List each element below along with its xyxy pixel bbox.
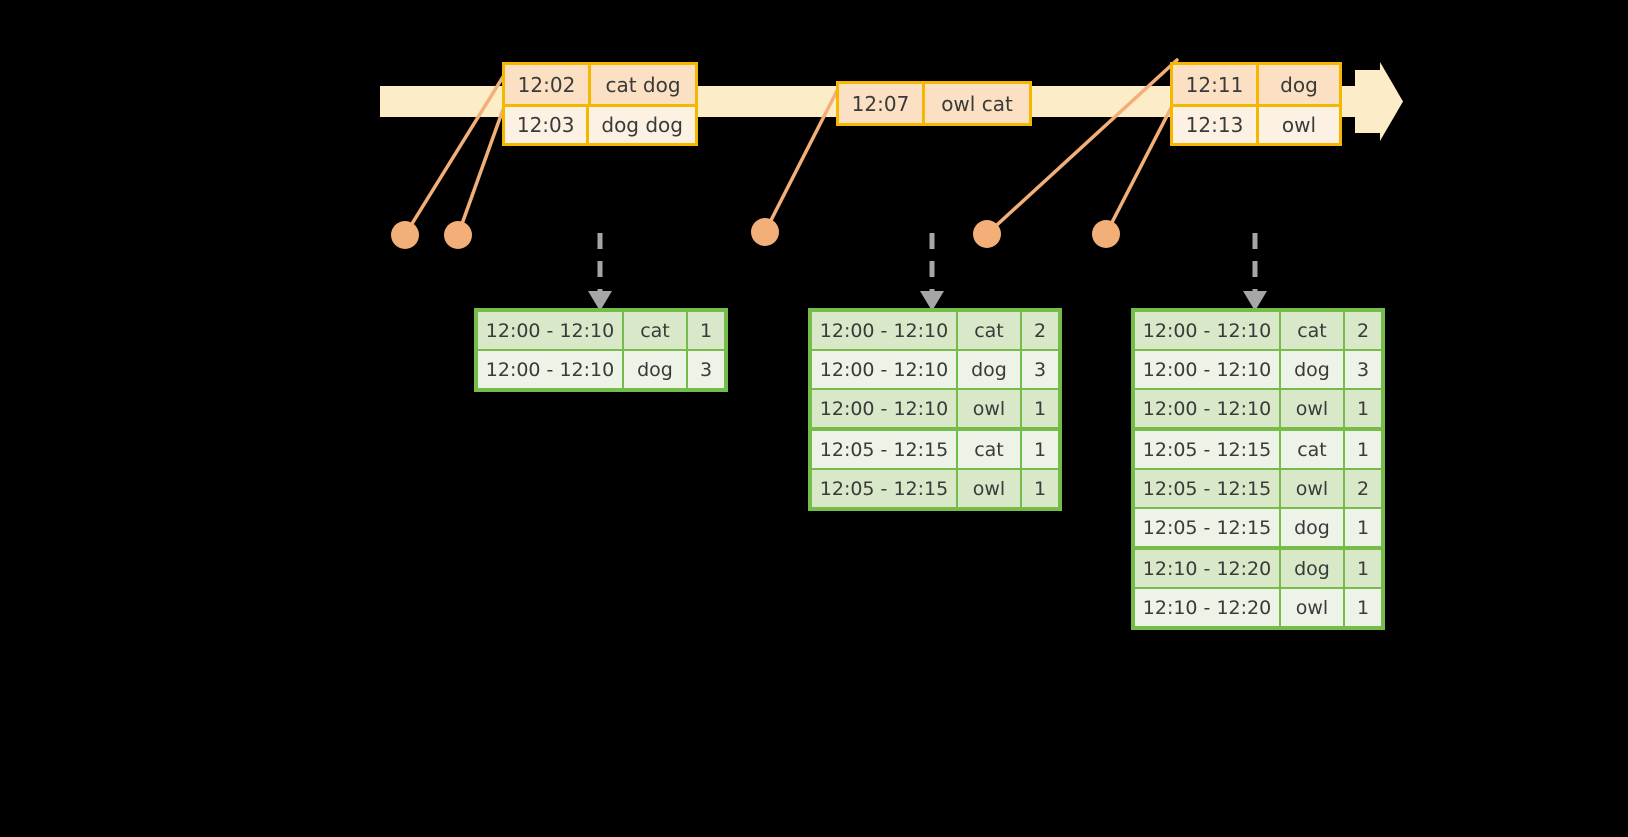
event-words: owl [1259, 104, 1339, 143]
stream-dot-12-07 [751, 218, 779, 246]
count-cell: 1 [1345, 589, 1381, 626]
event-row[interactable]: 12:11 dog [1173, 65, 1339, 104]
connector-12-13 [1104, 104, 1174, 236]
dashed-arrow-to-table-1 [588, 233, 612, 311]
count-cell: 1 [1345, 550, 1381, 587]
stream-dot-12-11 [973, 220, 1001, 248]
event-group-3[interactable]: 12:11 dog 12:13 owl [1170, 62, 1342, 146]
word-cell: owl [958, 390, 1020, 427]
word-cell: owl [1281, 390, 1343, 427]
word-cell: cat [958, 431, 1020, 468]
count-cell: 1 [1345, 509, 1381, 546]
window-cell: 12:00 - 12:10 [1135, 390, 1279, 427]
window-cell: 12:10 - 12:20 [1135, 550, 1279, 587]
event-group-1[interactable]: 12:02 cat dog 12:03 dog dog [502, 62, 698, 146]
word-cell: owl [1281, 470, 1343, 507]
word-cell: dog [1281, 550, 1343, 587]
stream-dot-12-03 [444, 221, 472, 249]
window-cell: 12:05 - 12:15 [812, 431, 956, 468]
event-words: owl cat [925, 84, 1029, 123]
event-time: 12:11 [1173, 65, 1259, 104]
count-cell: 1 [1022, 390, 1058, 427]
connector-12-03 [456, 102, 507, 237]
event-time: 12:03 [505, 104, 590, 143]
count-cell: 3 [1345, 351, 1381, 388]
event-row[interactable]: 12:13 owl [1173, 104, 1339, 143]
count-cell: 1 [1345, 390, 1381, 427]
event-time: 12:13 [1173, 104, 1259, 143]
event-row[interactable]: 12:02 cat dog [505, 65, 695, 104]
dashed-arrow-to-table-2 [920, 233, 944, 311]
window-cell: 12:00 - 12:10 [812, 312, 956, 349]
stream-dot-12-02 [391, 221, 419, 249]
word-cell: cat [1281, 312, 1343, 349]
word-cell: cat [624, 312, 686, 349]
word-cell: dog [624, 351, 686, 388]
window-cell: 12:05 - 12:15 [812, 470, 956, 507]
count-cell: 2 [1345, 312, 1381, 349]
word-cell: owl [1281, 589, 1343, 626]
dashed-arrows [588, 233, 1267, 311]
count-cell: 3 [688, 351, 724, 388]
window-cell: 12:00 - 12:10 [812, 390, 956, 427]
event-group-2[interactable]: 12:07 owl cat [836, 81, 1032, 126]
word-cell: dog [1281, 509, 1343, 546]
word-cell: dog [1281, 351, 1343, 388]
word-cell: owl [958, 470, 1020, 507]
window-cell: 12:00 - 12:10 [1135, 351, 1279, 388]
event-time: 12:07 [839, 84, 925, 123]
word-cell: cat [1281, 431, 1343, 468]
event-words: dog dog [589, 104, 695, 143]
count-cell: 1 [1022, 431, 1058, 468]
window-cell: 12:00 - 12:10 [478, 351, 622, 388]
count-cell: 1 [1345, 431, 1381, 468]
event-words: cat dog [591, 65, 695, 104]
window-cell: 12:10 - 12:20 [1135, 589, 1279, 626]
count-cell: 1 [688, 312, 724, 349]
connector-dots [391, 218, 1120, 249]
window-cell: 12:00 - 12:10 [478, 312, 622, 349]
count-cell: 1 [1022, 470, 1058, 507]
window-cell: 12:00 - 12:10 [1135, 312, 1279, 349]
event-row[interactable]: 12:03 dog dog [505, 104, 695, 143]
count-cell: 2 [1022, 312, 1058, 349]
count-cell: 3 [1022, 351, 1058, 388]
event-time: 12:02 [505, 65, 591, 104]
event-row[interactable]: 12:07 owl cat [839, 84, 1029, 123]
event-words: dog [1259, 65, 1339, 104]
window-cell: 12:05 - 12:15 [1135, 509, 1279, 546]
count-cell: 2 [1345, 470, 1381, 507]
window-cell: 12:05 - 12:15 [1135, 431, 1279, 468]
word-cell: dog [958, 351, 1020, 388]
connector-12-02 [403, 62, 513, 237]
dashed-arrow-to-table-3 [1243, 233, 1267, 311]
word-cell: cat [958, 312, 1020, 349]
stream-dot-12-13 [1092, 220, 1120, 248]
window-cell: 12:00 - 12:10 [812, 351, 956, 388]
connector-12-07 [763, 81, 843, 234]
window-cell: 12:05 - 12:15 [1135, 470, 1279, 507]
